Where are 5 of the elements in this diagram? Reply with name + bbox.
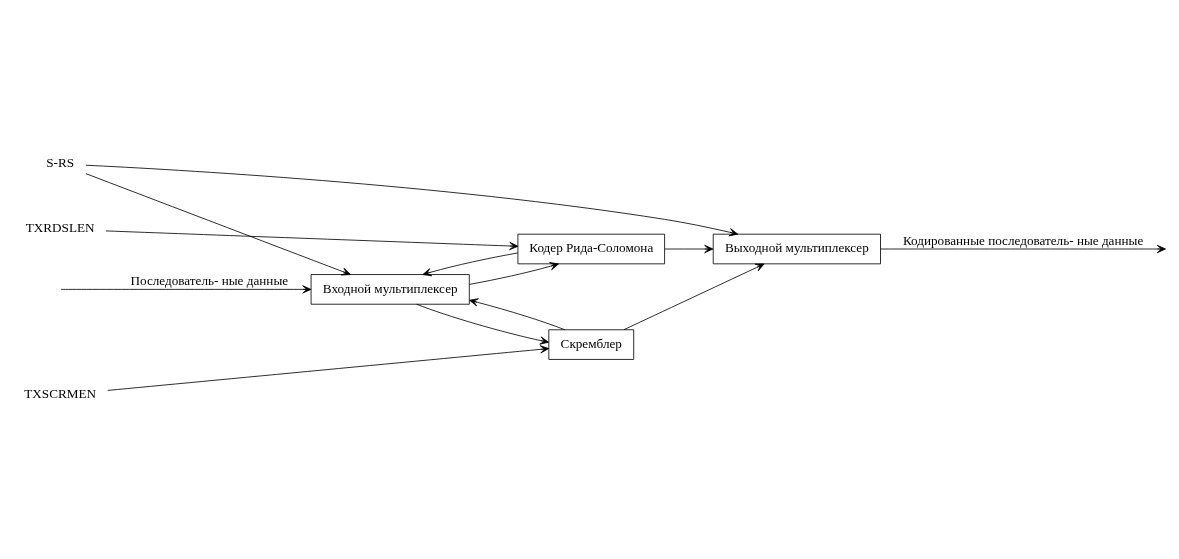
node-text: TXRDSLEN [25,220,95,236]
node-text: S-RS [46,155,75,171]
edge-label: Последователь- ные данные [130,273,289,289]
edge-label: Кодированные последователь- ные данные [902,232,1144,248]
node-text: TXSCRMEN [24,386,97,401]
